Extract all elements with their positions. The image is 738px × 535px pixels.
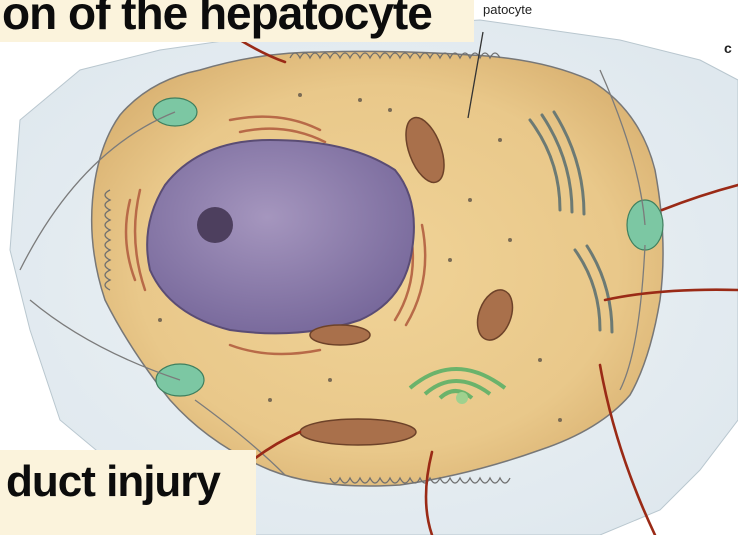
edge-label: c — [724, 40, 732, 56]
vesicle — [456, 392, 468, 404]
title-banner-top: on of the hepatocyte — [0, 0, 474, 42]
nucleolus — [197, 207, 233, 243]
hepatocyte-label: patocyte — [483, 2, 532, 17]
title-banner-bottom: duct injury — [0, 450, 256, 535]
nucleus — [147, 140, 414, 333]
